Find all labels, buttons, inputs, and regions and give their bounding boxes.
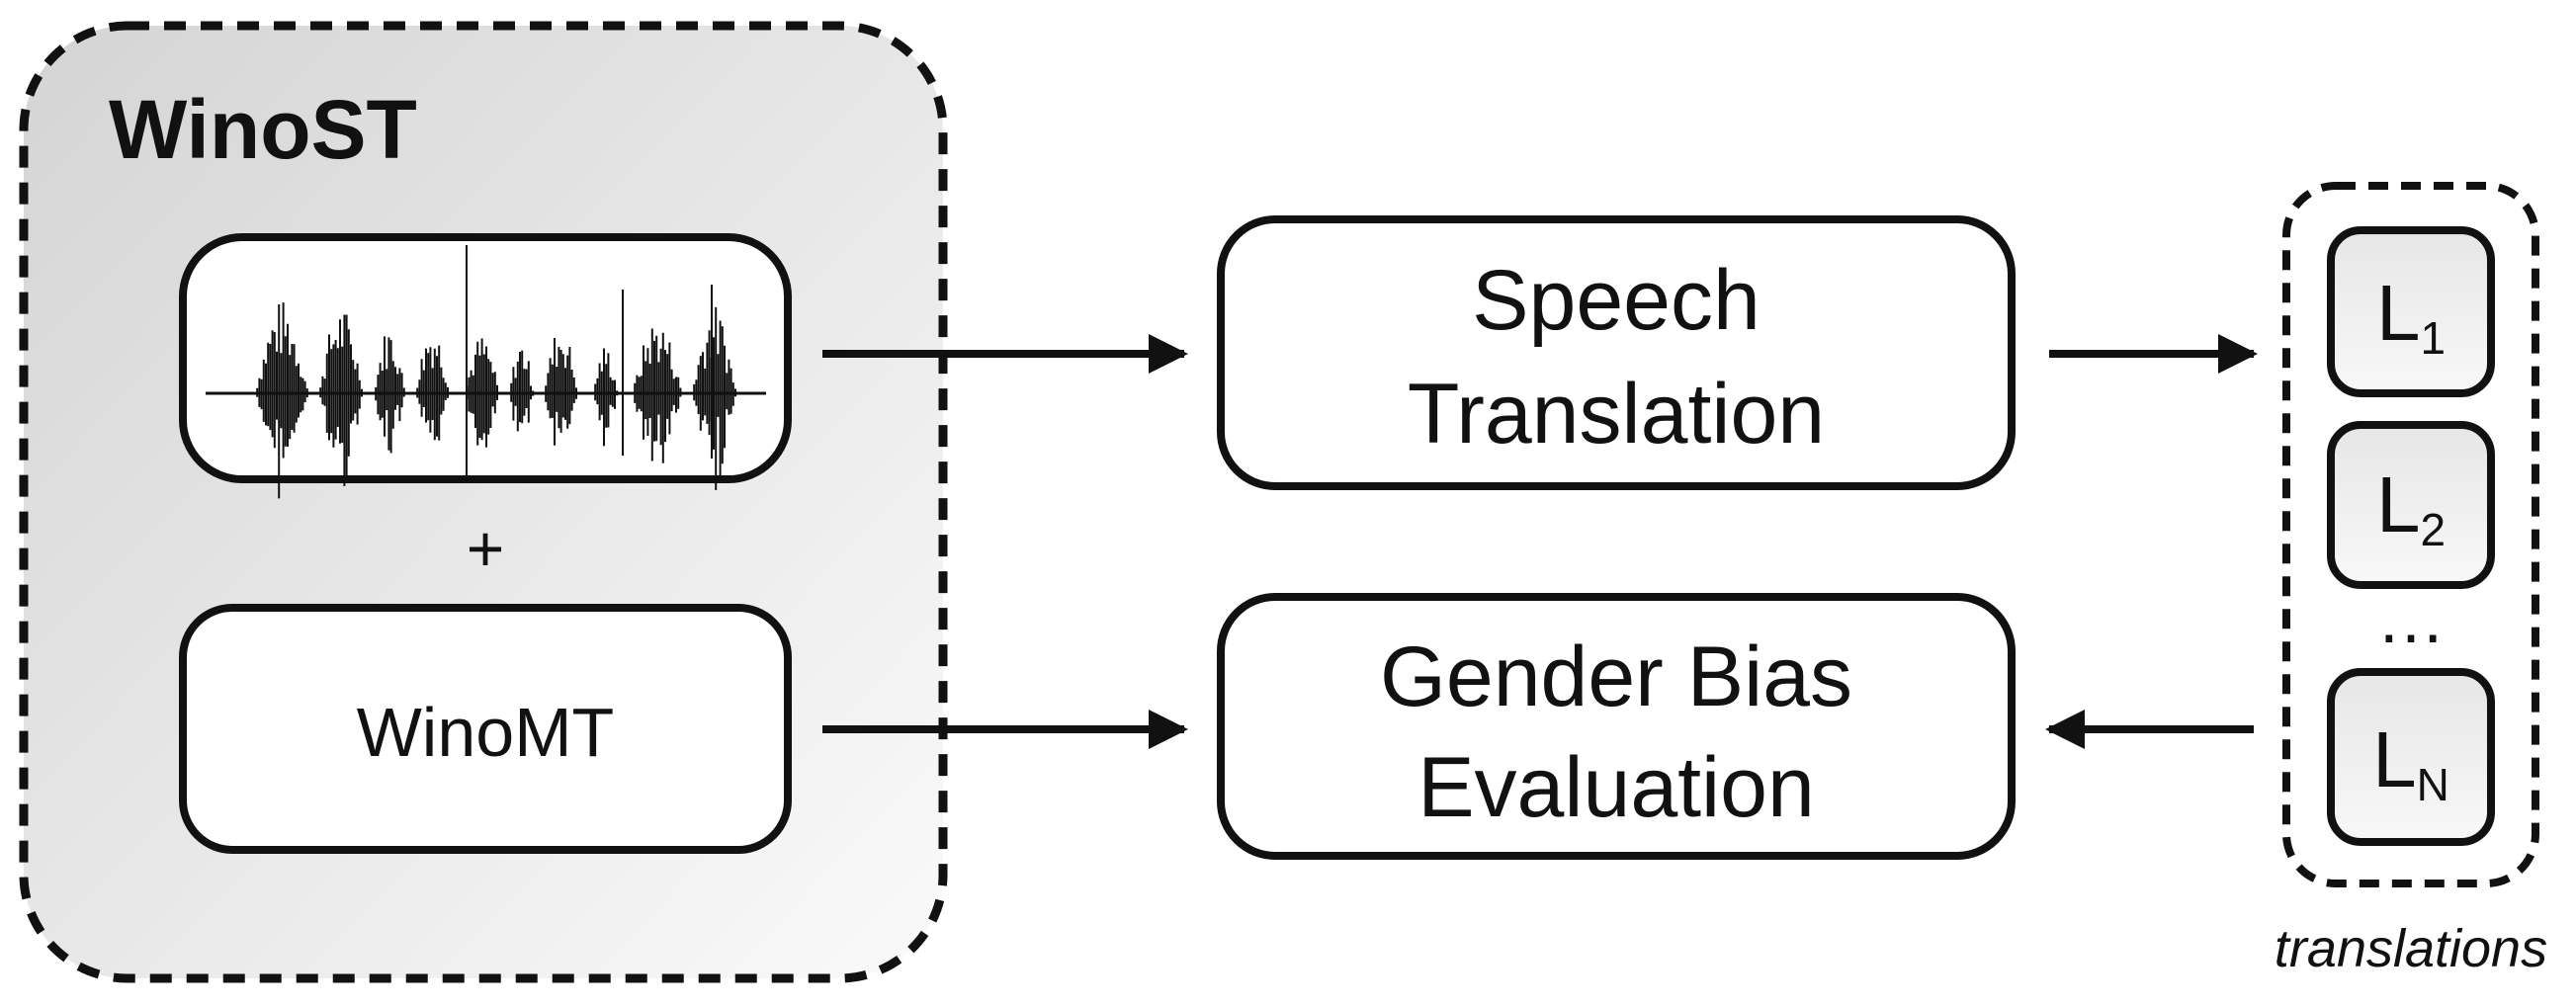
ellipsis: …: [2376, 580, 2446, 657]
winomt-label: WinoMT: [357, 694, 615, 771]
audio-waveform-icon: [256, 245, 736, 499]
language-box-1: [2327, 226, 2495, 397]
gender-bias-line2: Evaluation: [1417, 740, 1815, 835]
plus-sign: +: [467, 512, 505, 585]
waveform-trace: [256, 245, 736, 499]
translations-group: [2282, 182, 2539, 887]
speech-translation-line1: Speech: [1472, 253, 1760, 348]
speech-translation-box: [1217, 215, 2016, 490]
gender-bias-line1: Gender Bias: [1380, 630, 1852, 724]
speech-translation-line2: Translation: [1408, 367, 1825, 462]
winost-title: WinoST: [109, 83, 417, 176]
gender-bias-box: [1217, 593, 2016, 860]
language-box-n: [2327, 668, 2495, 846]
language-label-1: L1: [2376, 269, 2446, 364]
language-box-2: [2327, 421, 2495, 589]
language-label-n: LN: [2372, 715, 2449, 810]
language-label-2: L2: [2376, 461, 2446, 555]
translations-caption: translations: [2275, 919, 2547, 978]
winomt-box: [179, 604, 792, 854]
